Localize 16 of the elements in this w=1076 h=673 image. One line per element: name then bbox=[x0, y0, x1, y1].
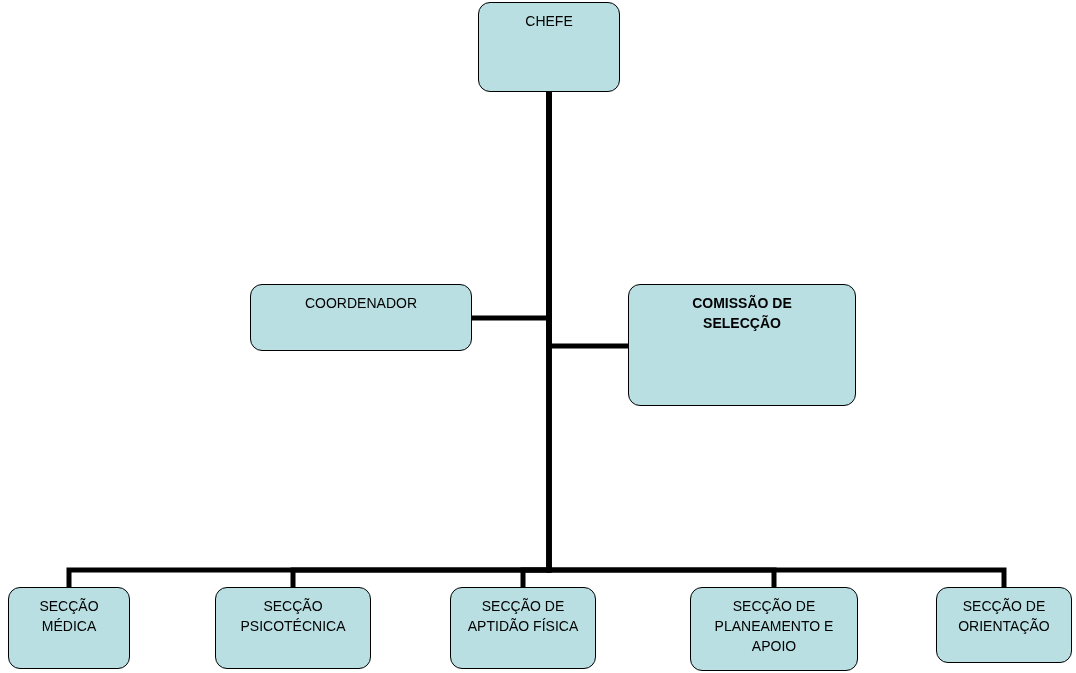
org-unit-box bbox=[690, 587, 858, 671]
org-unit-box bbox=[628, 284, 856, 406]
org-unit-box bbox=[250, 284, 472, 351]
org-unit-box bbox=[478, 2, 620, 92]
org-unit-box bbox=[936, 587, 1072, 663]
unit-name: COORDENADOR bbox=[304, 294, 418, 313]
org-unit-box bbox=[8, 587, 130, 669]
unit-name: SECÇÃO DE PLANEAMENTO E APOIO bbox=[713, 597, 835, 656]
unit-name: SECÇÃO DE ORIENTAÇÃO bbox=[957, 597, 1051, 636]
org-unit-box bbox=[215, 587, 371, 669]
unit-name: SECÇÃO DE APTIDÃO FÍSICA bbox=[466, 597, 580, 636]
unit-name: COMISSÃO DE SELECÇÃO bbox=[691, 294, 793, 333]
org-unit-box bbox=[450, 587, 596, 669]
unit-name: SECÇÃO MÉDICA bbox=[38, 597, 100, 636]
unit-name: SECÇÃO PSICOTÉCNICA bbox=[239, 597, 347, 636]
unit-name: CHEFE bbox=[524, 12, 574, 31]
